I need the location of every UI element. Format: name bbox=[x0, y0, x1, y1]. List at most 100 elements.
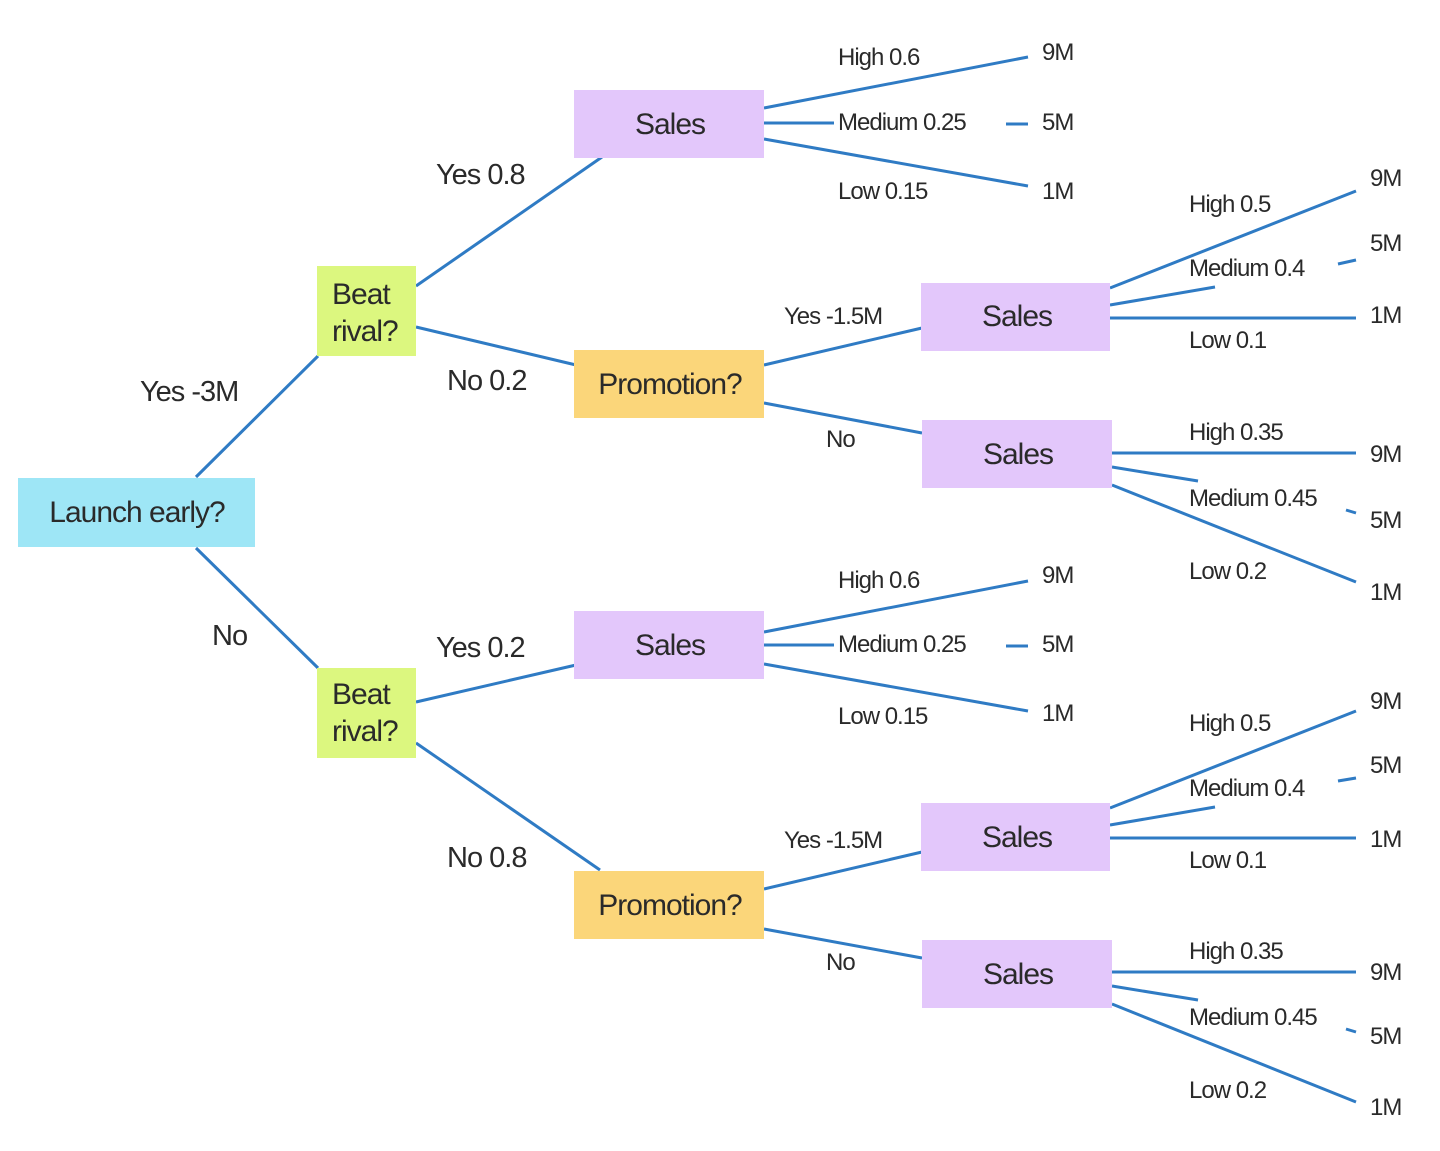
outcome-label: Low 0.1 bbox=[1189, 327, 1267, 354]
payoff-value: 1M bbox=[1370, 1094, 1401, 1121]
node-sales-c[interactable]: Sales bbox=[922, 420, 1112, 488]
node-launch-early-label: Launch early? bbox=[49, 496, 225, 529]
outcome-label: Low 0.1 bbox=[1189, 847, 1267, 874]
node-sales-f-box bbox=[922, 940, 1112, 1008]
node-sales-b-label: Sales bbox=[982, 300, 1052, 333]
node-sales-e-box bbox=[921, 803, 1110, 871]
edge-label-beat1-yes: Yes 0.8 bbox=[436, 159, 525, 191]
edge-label-promo2-yes: Yes -1.5M bbox=[784, 827, 882, 854]
outcomes-sales-d: High 0.6 Medium 0.25 Low 0.15 9M 5M 1M bbox=[838, 562, 1074, 730]
edge-salesA-high bbox=[763, 55, 1029, 110]
payoff-value: 1M bbox=[1370, 826, 1401, 853]
outcome-label: High 0.5 bbox=[1189, 191, 1271, 218]
edge-launch-no bbox=[194, 546, 320, 670]
edge-salesF-med bbox=[1111, 984, 1199, 1002]
edge-launch-yes bbox=[194, 354, 320, 479]
outcome-label: Low 0.2 bbox=[1189, 558, 1267, 585]
node-launch-early-box bbox=[18, 478, 255, 547]
edge-salesB-med-tail bbox=[1337, 258, 1357, 266]
edge-salesB-med bbox=[1109, 285, 1216, 307]
outcomes-sales-b: High 0.5 Medium 0.4 Low 0.1 9M 5M 1M bbox=[1189, 165, 1402, 354]
outcome-label: Medium 0.45 bbox=[1189, 1004, 1317, 1031]
node-beat-rival-2-line1: Beat bbox=[332, 678, 391, 711]
edge-beat1-no bbox=[415, 325, 577, 367]
outcomes-sales-e: High 0.5 Medium 0.4 Low 0.1 9M 5M 1M bbox=[1189, 688, 1402, 874]
edge-promo2-yes bbox=[763, 850, 923, 891]
edge-salesA-low bbox=[763, 137, 1029, 188]
payoff-value: 9M bbox=[1370, 688, 1401, 715]
payoff-value: 9M bbox=[1042, 39, 1073, 66]
node-sales-b[interactable]: Sales bbox=[921, 283, 1110, 351]
node-sales-c-label: Sales bbox=[983, 438, 1053, 471]
node-sales-e[interactable]: Sales bbox=[921, 803, 1110, 871]
node-launch-early[interactable]: Launch early? bbox=[18, 478, 255, 547]
node-sales-d-label: Sales bbox=[635, 629, 705, 662]
edge-salesE-med bbox=[1109, 805, 1216, 827]
edge-promo2-no bbox=[763, 927, 923, 960]
edge-salesC-low bbox=[1111, 483, 1357, 584]
node-beat-rival-1[interactable]: Beat rival? bbox=[317, 266, 416, 356]
node-sales-d[interactable]: Sales bbox=[574, 611, 764, 679]
edge-salesB-high bbox=[1109, 189, 1357, 290]
payoff-value: 9M bbox=[1042, 562, 1073, 589]
payoff-value: 5M bbox=[1042, 631, 1073, 658]
edge-salesF-low bbox=[1111, 1002, 1357, 1104]
node-beat-rival-1-line2: rival? bbox=[332, 315, 398, 348]
edge-beat1-yes bbox=[415, 155, 603, 288]
edge-salesE-med-tail bbox=[1337, 776, 1357, 783]
edge-label-launch-yes: Yes -3M bbox=[140, 376, 238, 408]
outcomes-sales-a: High 0.6 Medium 0.25 Low 0.15 9M 5M 1M bbox=[838, 39, 1074, 205]
node-promotion-2-label: Promotion? bbox=[598, 889, 742, 922]
outcome-label: High 0.35 bbox=[1189, 938, 1283, 965]
edge-label-beat2-no: No 0.8 bbox=[447, 842, 526, 874]
payoff-value: 1M bbox=[1370, 302, 1401, 329]
node-beat-rival-1-line1: Beat bbox=[332, 278, 391, 311]
payoff-value: 1M bbox=[1370, 579, 1401, 606]
node-promotion-1[interactable]: Promotion? bbox=[574, 350, 764, 418]
edge-label-promo1-no: No bbox=[826, 426, 855, 453]
outcome-label: High 0.5 bbox=[1189, 710, 1271, 737]
payoff-value: 5M bbox=[1042, 109, 1073, 136]
node-sales-d-box bbox=[574, 611, 764, 679]
node-sales-e-label: Sales bbox=[982, 821, 1052, 854]
edge-promo1-yes bbox=[763, 326, 923, 367]
node-beat-rival-2-box bbox=[317, 668, 416, 758]
node-sales-a-box bbox=[574, 90, 764, 158]
payoff-value: 5M bbox=[1370, 1023, 1401, 1050]
edge-salesE-high bbox=[1109, 709, 1357, 810]
node-sales-c-box bbox=[922, 420, 1112, 488]
outcome-label: Medium 0.4 bbox=[1189, 255, 1305, 282]
outcome-label: Medium 0.25 bbox=[838, 109, 966, 136]
node-beat-rival-2-line2: rival? bbox=[332, 715, 398, 748]
node-beat-rival-1-box bbox=[317, 266, 416, 356]
outcomes-sales-c: High 0.35 Medium 0.45 Low 0.2 9M 5M 1M bbox=[1189, 419, 1402, 606]
edge-salesD-high bbox=[763, 579, 1029, 634]
edge-label-beat1-no: No 0.2 bbox=[447, 365, 526, 397]
edge-beat2-yes bbox=[415, 663, 577, 704]
node-promotion-2[interactable]: Promotion? bbox=[574, 871, 764, 939]
payoff-value: 5M bbox=[1370, 230, 1401, 257]
node-sales-a[interactable]: Sales bbox=[574, 90, 764, 158]
outcome-label: Low 0.15 bbox=[838, 178, 928, 205]
outcome-label: Medium 0.4 bbox=[1189, 775, 1305, 802]
edge-label-promo1-yes: Yes -1.5M bbox=[784, 303, 882, 330]
node-promotion-1-label: Promotion? bbox=[598, 368, 742, 401]
payoff-value: 5M bbox=[1370, 507, 1401, 534]
node-beat-rival-2[interactable]: Beat rival? bbox=[317, 668, 416, 758]
payoff-value: 5M bbox=[1370, 752, 1401, 779]
edge-label-beat2-yes: Yes 0.2 bbox=[436, 632, 525, 664]
edge-salesD-low bbox=[763, 662, 1029, 713]
edge-label-launch-no: No bbox=[212, 620, 247, 652]
outcome-label: Medium 0.45 bbox=[1189, 485, 1317, 512]
edge-salesF-med-tail bbox=[1345, 1027, 1357, 1034]
outcome-label: High 0.6 bbox=[838, 567, 920, 594]
node-sales-f[interactable]: Sales bbox=[922, 940, 1112, 1008]
edge-labels: Yes -3M No Yes 0.8 No 0.2 Yes 0.2 No 0.8… bbox=[140, 159, 883, 976]
edge-salesC-med-tail bbox=[1345, 508, 1357, 515]
edges bbox=[194, 55, 1357, 1104]
node-sales-a-label: Sales bbox=[635, 108, 705, 141]
outcomes-sales-f: High 0.35 Medium 0.45 Low 0.2 9M 5M 1M bbox=[1189, 938, 1402, 1121]
node-sales-f-label: Sales bbox=[983, 958, 1053, 991]
edge-salesC-med bbox=[1111, 465, 1199, 483]
